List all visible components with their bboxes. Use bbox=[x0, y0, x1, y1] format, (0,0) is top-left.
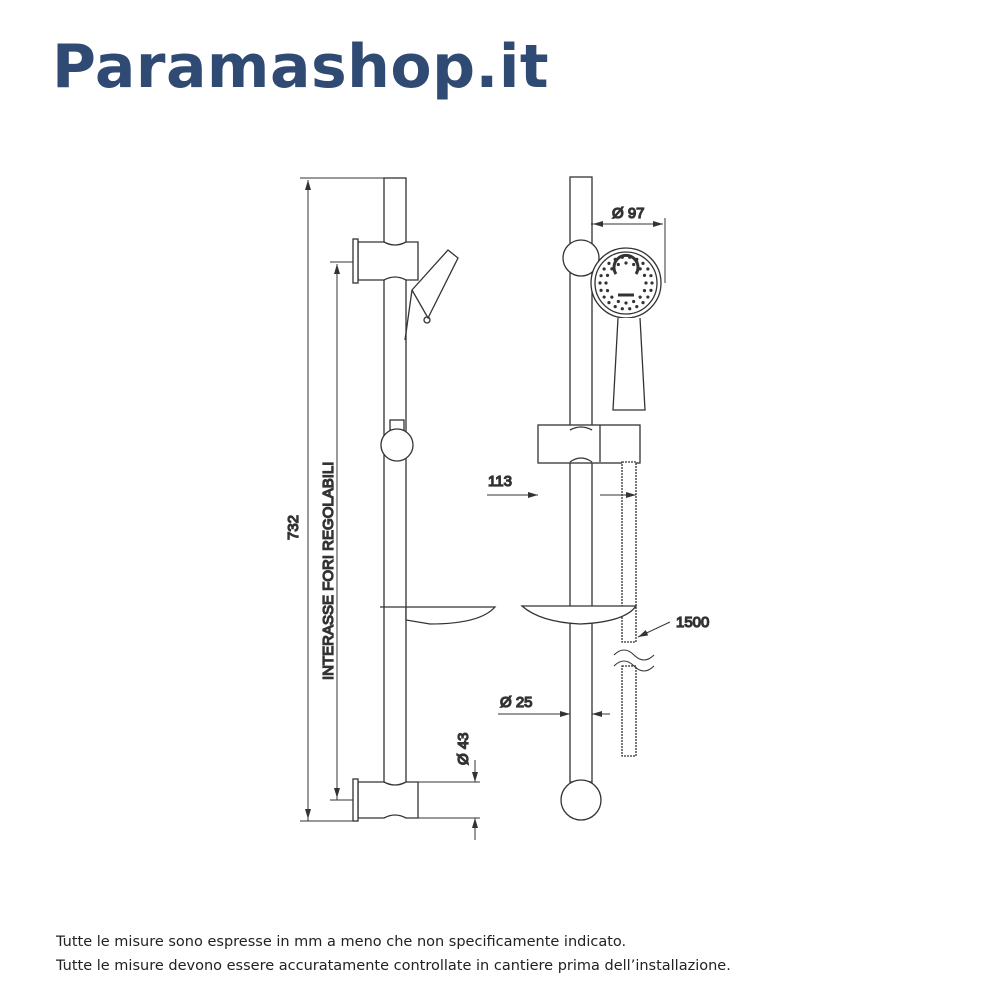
nozzle-dot bbox=[641, 261, 645, 265]
nozzle-dot bbox=[642, 289, 647, 293]
dim-bar-diameter: Ø 25 bbox=[500, 694, 533, 711]
nozzle-dot bbox=[616, 262, 620, 267]
soap-dish bbox=[380, 606, 497, 625]
nozzle-dot bbox=[650, 281, 654, 285]
dim-projection: 113 bbox=[488, 473, 512, 490]
nozzle-dot bbox=[613, 305, 617, 309]
soap-dish-front bbox=[520, 605, 638, 625]
nozzle-dot bbox=[599, 274, 603, 278]
nozzle-dot bbox=[616, 299, 620, 304]
nozzle-dot bbox=[641, 301, 645, 305]
nozzle-dot bbox=[635, 305, 639, 309]
nozzle-dot bbox=[604, 281, 608, 285]
nozzle-dot bbox=[644, 281, 648, 285]
top-bracket-front bbox=[562, 239, 600, 277]
dim-bracket-diameter: Ø 43 bbox=[455, 732, 472, 765]
nozzle-dot bbox=[599, 288, 603, 292]
handle bbox=[612, 317, 646, 411]
slider-front bbox=[537, 424, 641, 464]
nozzle-dot bbox=[602, 267, 606, 271]
nozzle-dot bbox=[649, 274, 653, 278]
nozzle-dot bbox=[632, 299, 636, 304]
bottom-bracket-front bbox=[560, 779, 602, 821]
nozzle-dot bbox=[628, 307, 632, 311]
dim-total-height: 732 bbox=[285, 515, 302, 540]
nozzle-dot bbox=[605, 289, 610, 293]
nozzle-dot bbox=[632, 262, 636, 267]
nozzle-dot bbox=[624, 301, 628, 305]
hand-shower-side bbox=[404, 249, 459, 341]
nozzle-dot bbox=[646, 267, 650, 271]
top-bracket bbox=[357, 241, 419, 281]
nozzle-dot bbox=[602, 295, 606, 299]
dim-hose-length: 1500 bbox=[676, 614, 709, 631]
nozzle-dot bbox=[605, 273, 610, 277]
note-measures-unit: Tutte le misure sono espresse in mm a me… bbox=[56, 934, 627, 950]
bottom-bracket bbox=[357, 781, 419, 819]
nozzle-dot bbox=[610, 295, 614, 299]
nozzle-dot bbox=[624, 261, 628, 265]
nozzle-dot bbox=[649, 288, 653, 292]
nozzle-dot bbox=[638, 295, 642, 299]
side-view bbox=[300, 177, 497, 840]
nozzle-dot bbox=[620, 307, 624, 311]
nozzle-dot bbox=[607, 301, 611, 305]
slider bbox=[380, 428, 414, 462]
dim-adjustable-spacing: INTERASSE FORI REGOLABILI bbox=[320, 462, 337, 680]
hose bbox=[621, 461, 637, 643]
note-measures-check: Tutte le misure devono essere accuratame… bbox=[56, 958, 731, 974]
front-view bbox=[487, 176, 671, 821]
brand-logo: Paramashop.it bbox=[52, 32, 550, 102]
nozzle-dot bbox=[607, 261, 611, 265]
nozzle-dot bbox=[646, 295, 650, 299]
nozzle-dot bbox=[598, 281, 602, 285]
dim-head-diameter: Ø 97 bbox=[612, 205, 645, 222]
nozzle-dot bbox=[642, 273, 647, 277]
